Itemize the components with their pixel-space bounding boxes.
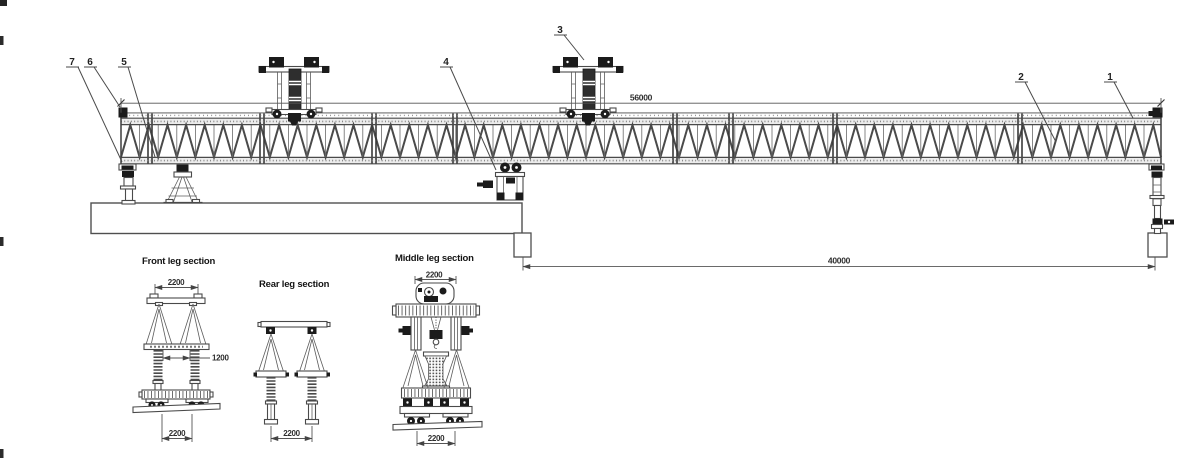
middle-bottom-dimension: 2200 — [416, 431, 456, 447]
front-top-dimension: 2200 — [154, 278, 199, 296]
callout-label: 5 — [121, 57, 127, 68]
truss-girder — [120, 112, 1162, 165]
pier-right — [1147, 232, 1168, 258]
middle-ground-rail — [392, 420, 483, 431]
callout-5: 5 — [118, 57, 156, 158]
support-trestle — [163, 164, 203, 204]
elevation-view: 56000 40000 7 6 5 4 3 — [66, 25, 1174, 271]
callout-label: 7 — [69, 57, 75, 68]
callout-label: 2 — [1018, 72, 1024, 83]
front-ground-rail — [132, 402, 221, 414]
callout-label: 4 — [443, 57, 449, 68]
end-anchor-left — [118, 107, 128, 118]
hoist-trolley-2 — [552, 56, 624, 127]
front-top-dim-label: 2200 — [168, 278, 185, 287]
rear-leg-section-view: Rear leg section 2200 — [253, 279, 331, 442]
front-leg-section-view: Front leg section 2200 1200 — [132, 256, 230, 442]
front-support-leg — [1148, 163, 1174, 235]
rear-bottom-dimension: 2200 — [270, 426, 313, 442]
middle-hook-tackle — [429, 316, 443, 349]
front-bottom-dim-label: 2200 — [169, 429, 186, 438]
middle-bottom-dim-label: 2200 — [428, 434, 445, 443]
front-gap-dim-label: 1200 — [212, 354, 229, 363]
total-length-label: 56000 — [630, 93, 653, 103]
middle-leg-hanger — [477, 162, 526, 201]
middle-pier — [421, 351, 451, 392]
callout-1: 1 — [1104, 72, 1134, 119]
span-dimension: 40000 — [522, 256, 1156, 271]
bridge-deck — [90, 202, 523, 235]
callout-6: 6 — [84, 57, 121, 108]
rear-bottom-dim-label: 2200 — [283, 429, 300, 438]
total-length-dimension: 56000 — [117, 93, 1165, 113]
rear-leg-section-title: Rear leg section — [259, 279, 330, 290]
pier-left — [513, 232, 532, 258]
end-anchor-right — [1148, 107, 1163, 118]
callout-2: 2 — [1015, 72, 1057, 143]
middle-leg-section-view: Middle leg section 2200 — [391, 253, 483, 447]
scan-artifacts — [0, 0, 7, 458]
callout-label: 1 — [1107, 72, 1113, 83]
middle-leg-section-title: Middle leg section — [395, 253, 474, 264]
callout-label: 3 — [557, 25, 563, 36]
middle-top-dim-label: 2200 — [426, 271, 443, 280]
front-gap-dimension: 1200 — [162, 350, 230, 363]
span-label: 40000 — [828, 256, 851, 266]
callout-3: 3 — [554, 25, 585, 61]
truss-web — [120, 121, 1162, 161]
callout-4: 4 — [440, 57, 497, 171]
middle-top-dimension: 2200 — [414, 271, 457, 284]
middle-winch — [415, 282, 455, 305]
front-bottom-dimension: 2200 — [161, 414, 193, 442]
callout-label: 6 — [87, 57, 93, 68]
rear-support-leg — [118, 163, 137, 205]
callout-7: 7 — [66, 57, 123, 163]
front-leg-section-title: Front leg section — [142, 256, 216, 267]
